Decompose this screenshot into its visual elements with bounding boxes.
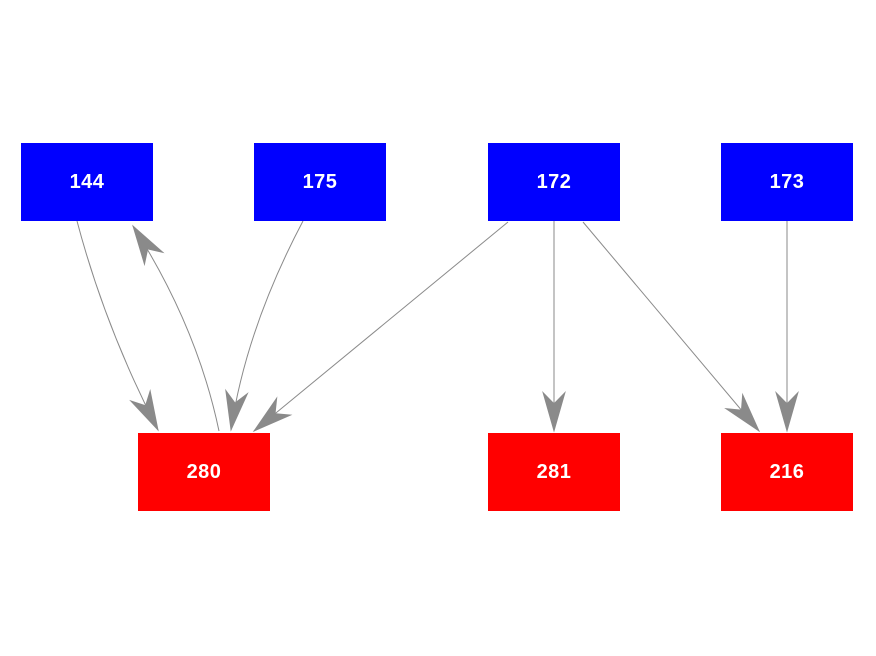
node-144: 144 (21, 143, 153, 221)
edge-172-to-280 (252, 221, 509, 433)
edge-172-to-216 (582, 221, 761, 433)
node-144-label: 144 (69, 170, 105, 193)
node-280-label: 280 (186, 460, 222, 483)
node-175-label: 175 (302, 170, 338, 193)
node-216-label: 216 (769, 460, 805, 483)
node-172: 172 (488, 143, 620, 221)
edge-175-to-280 (225, 220, 304, 432)
node-173: 173 (721, 143, 853, 221)
edge-144-to-280 (76, 220, 159, 432)
node-280: 280 (138, 433, 270, 511)
edge-280-to-144 (132, 224, 220, 432)
node-173-label: 173 (769, 170, 805, 193)
node-281: 281 (488, 433, 620, 511)
node-172-label: 172 (536, 170, 572, 193)
node-216: 216 (721, 433, 853, 511)
node-281-label: 281 (536, 460, 572, 483)
node-175: 175 (254, 143, 386, 221)
